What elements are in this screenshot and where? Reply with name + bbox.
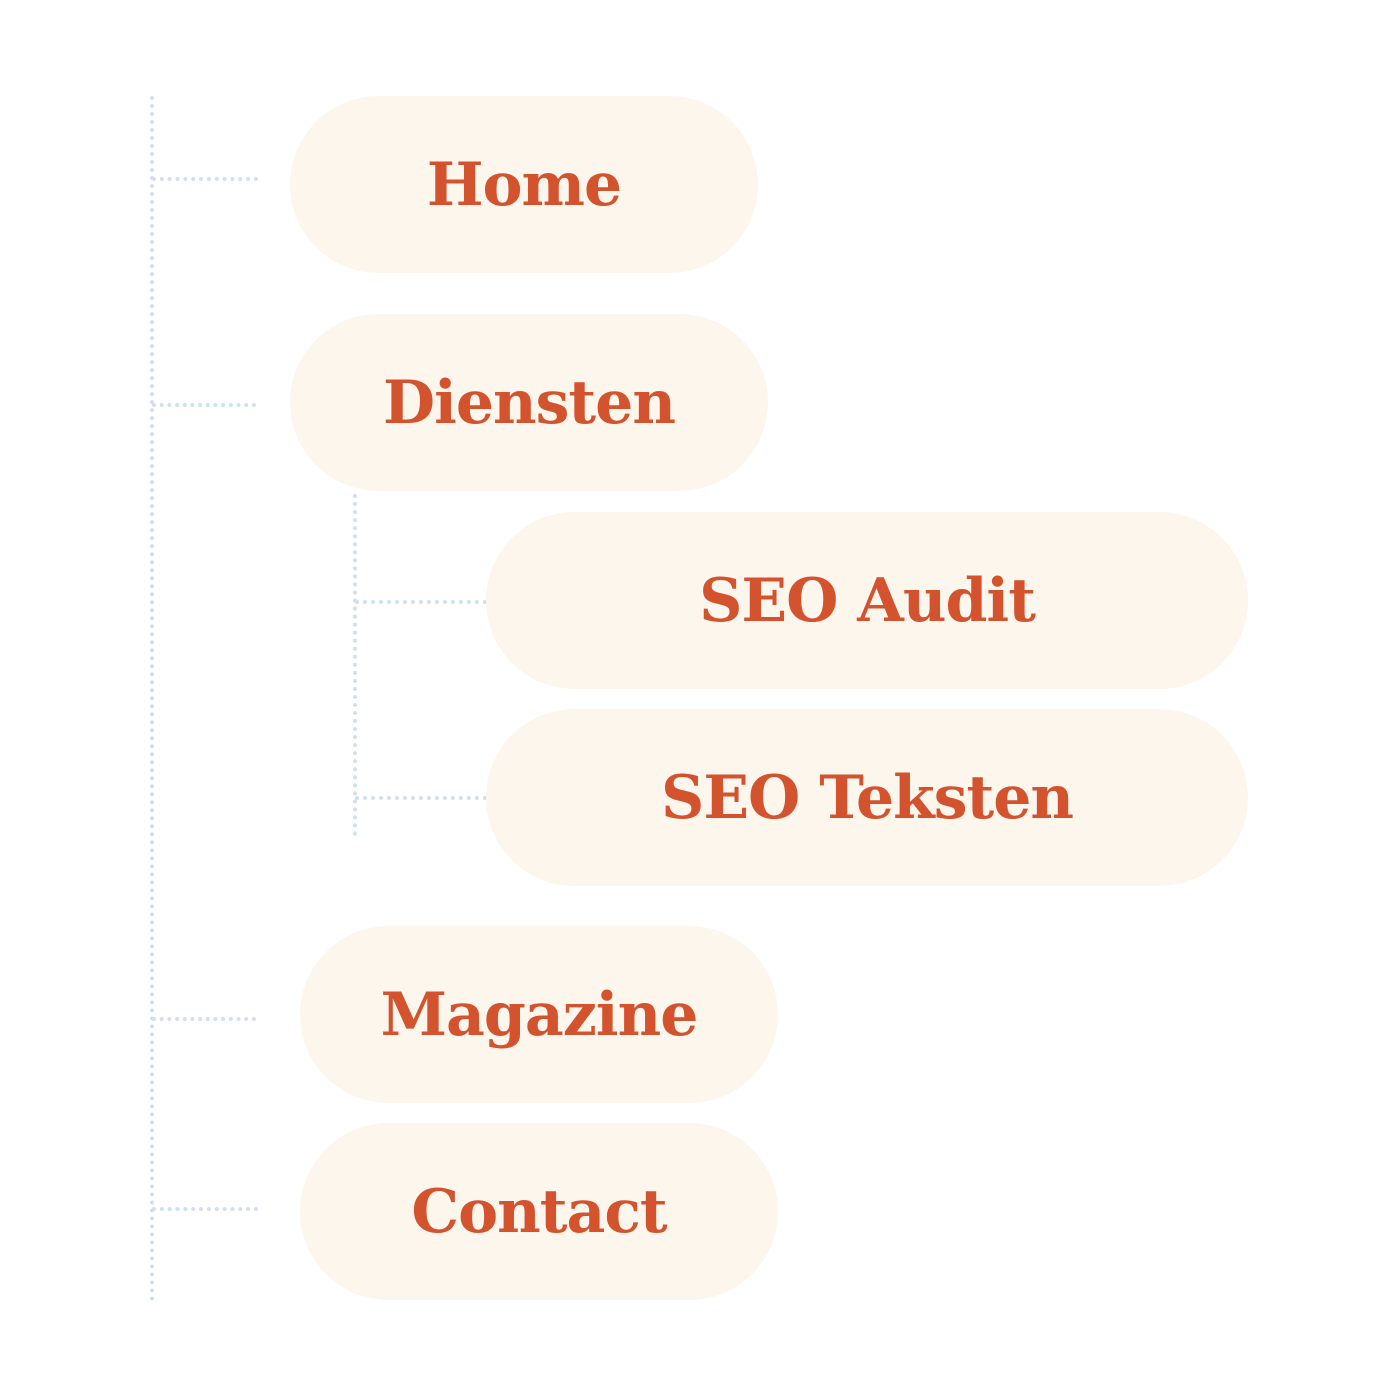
submenu-item-label: SEO Teksten (660, 762, 1074, 833)
connector-magazine (152, 1017, 256, 1021)
submenu-item-seo-teksten[interactable]: SEO Teksten (486, 709, 1248, 886)
menu-item-contact[interactable]: Contact (300, 1123, 778, 1300)
menu-item-magazine[interactable]: Magazine (300, 926, 778, 1103)
connector-diensten (152, 403, 256, 407)
tree-trunk-line (150, 96, 154, 1302)
submenu-branch-line (353, 494, 357, 836)
connector-home (152, 177, 258, 181)
menu-item-diensten[interactable]: Diensten (290, 314, 768, 491)
menu-item-home[interactable]: Home (290, 96, 758, 273)
connector-seo-teksten (355, 796, 487, 800)
menu-item-label: Diensten (383, 367, 676, 438)
submenu-item-label: SEO Audit (699, 565, 1036, 636)
menu-item-label: Magazine (380, 979, 699, 1050)
menu-item-label: Contact (411, 1176, 667, 1247)
connector-contact (152, 1207, 258, 1211)
connector-seo-audit (355, 600, 487, 604)
submenu-item-seo-audit[interactable]: SEO Audit (486, 512, 1248, 689)
menu-item-label: Home (426, 149, 622, 220)
